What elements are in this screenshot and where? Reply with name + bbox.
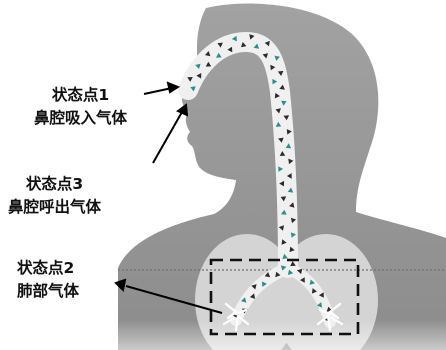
pointer-arrow-icon	[144, 83, 178, 94]
state-point-1-desc: 鼻腔吸入气体	[34, 107, 127, 130]
state-point-1-title: 状态点1	[34, 84, 127, 107]
pointer-arrow-icon	[153, 105, 187, 163]
state-point-3-label: 状态点3 鼻腔呼出气体	[8, 173, 101, 219]
state-point-3-desc: 鼻腔呼出气体	[8, 196, 101, 219]
state-point-2-label: 状态点2 肺部气体	[17, 257, 79, 303]
state-point-2-desc: 肺部气体	[17, 280, 79, 303]
state-point-3-title: 状态点3	[8, 173, 101, 196]
state-point-1-label: 状态点1 鼻腔吸入气体	[34, 84, 127, 130]
state-point-2-title: 状态点2	[17, 257, 79, 280]
